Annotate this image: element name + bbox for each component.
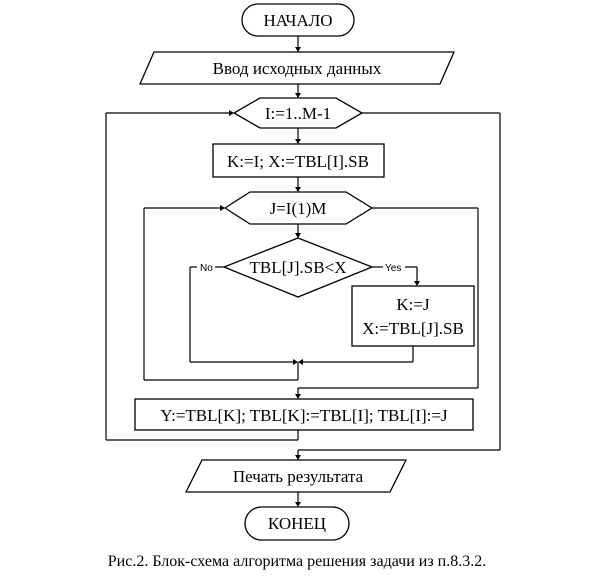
- input-block: [139, 51, 455, 85]
- end-terminator: [244, 506, 350, 541]
- output-label: Печать результата: [233, 467, 364, 486]
- swap-block: [134, 398, 474, 431]
- assign-line2: X:=TBL[J].SB: [362, 319, 464, 338]
- arrowhead: [295, 93, 301, 98]
- condition-block: [222, 237, 374, 298]
- arrowhead: [295, 502, 301, 507]
- figure-caption: Рис.2. Блок-схема алгоритма решения зада…: [108, 553, 486, 570]
- condition-label: TBL[J].SB<X: [250, 258, 347, 277]
- end-label: КОНЕЦ: [268, 514, 326, 533]
- arrowhead: [295, 139, 301, 144]
- arrowhead: [295, 47, 301, 52]
- arrowhead: [295, 394, 301, 399]
- arrowhead: [414, 281, 420, 286]
- output-block: [184, 459, 408, 493]
- inner-loop-label: J=I(1)M: [270, 199, 327, 218]
- assign-line1: K:=J: [396, 295, 430, 314]
- arrowhead: [295, 233, 301, 238]
- arrowhead: [293, 359, 298, 365]
- input-label: Ввод исходных данных: [213, 59, 382, 78]
- swap-label: Y:=TBL[K]; TBL[K]:=TBL[I]; TBL[I]:=J: [160, 406, 448, 425]
- arrowhead: [298, 359, 303, 365]
- init-label: K:=I; X:=TBL[I].SB: [227, 152, 369, 171]
- init-block: [212, 143, 385, 178]
- arrowhead: [229, 110, 234, 116]
- arrowhead: [220, 205, 225, 211]
- no-label: No: [200, 263, 213, 274]
- start-label: НАЧАЛО: [263, 11, 332, 30]
- arrowhead: [295, 455, 301, 460]
- yes-label: Yes: [385, 263, 401, 274]
- outer-loop-label: I:=1..M-1: [265, 104, 331, 123]
- arrowhead: [295, 187, 301, 192]
